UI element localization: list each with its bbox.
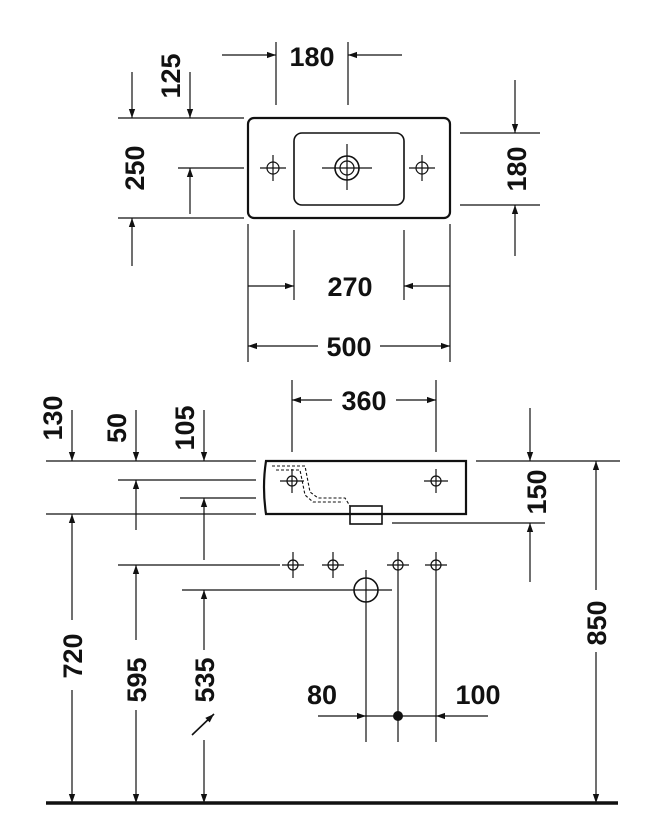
- dimension-535: 535: [190, 590, 220, 803]
- dim-label-80: 80: [307, 680, 337, 710]
- dimension-500: 500: [247, 224, 451, 362]
- center-dot: [393, 711, 403, 721]
- dim-label-50: 50: [102, 413, 132, 443]
- dim-label-250: 250: [120, 145, 150, 190]
- dim-label-180-top: 180: [289, 42, 334, 72]
- dim-label-720: 720: [58, 633, 88, 678]
- fixing-hole-left-icon: [260, 155, 286, 181]
- dimension-180-top: 180: [222, 42, 402, 105]
- dimension-270: 270: [248, 230, 450, 302]
- dimension-720: 720: [58, 514, 88, 803]
- elevation-view: 360 130: [38, 380, 620, 805]
- overflow-channel: [272, 465, 362, 507]
- dim-label-125: 125: [156, 53, 186, 98]
- dimension-105: 105: [170, 405, 208, 560]
- dim-label-130: 130: [38, 395, 68, 440]
- dim-label-360: 360: [341, 386, 386, 416]
- dim-label-850: 850: [582, 600, 612, 645]
- dim-label-180-right: 180: [502, 146, 532, 191]
- dimension-180-right: 180: [460, 80, 540, 256]
- bowl-outline-top: [293, 132, 405, 206]
- dim-label-100: 100: [455, 680, 500, 710]
- connection-hole-3-icon: [387, 552, 409, 578]
- tap-hole-icon: [322, 144, 372, 190]
- drain-outlet: [349, 505, 383, 525]
- dim-label-105: 105: [170, 405, 200, 450]
- dimension-360: 360: [291, 380, 437, 452]
- fixing-hole-elev-left-icon: [280, 469, 304, 493]
- waste-pipe-icon: [340, 570, 392, 612]
- basin-outline-elevation: [262, 459, 468, 516]
- dim-label-150: 150: [522, 469, 552, 514]
- top-view: 180 125 250 180 270: [118, 42, 540, 362]
- connection-hole-4-icon: [425, 552, 447, 578]
- dim-label-500: 500: [326, 332, 371, 362]
- dimension-80: 80: [307, 680, 366, 720]
- dimension-100: 100: [436, 680, 501, 720]
- dimension-130: 130: [38, 395, 76, 461]
- overflow-channel-inner: [276, 469, 343, 503]
- fixing-hole-right-icon: [409, 155, 435, 181]
- dimension-850: 850: [582, 461, 612, 803]
- dimension-150: 150: [392, 408, 620, 582]
- dimension-50: 50: [102, 410, 140, 530]
- fixing-hole-elev-right-icon: [424, 469, 448, 493]
- pointer-arrow-icon: [191, 713, 215, 736]
- dim-label-535: 535: [190, 657, 220, 702]
- connection-hole-2-icon: [322, 552, 344, 578]
- connection-hole-1-icon: [282, 552, 304, 578]
- dimension-595: 595: [122, 565, 152, 803]
- dim-label-270: 270: [327, 272, 372, 302]
- dim-label-595: 595: [122, 657, 152, 702]
- basin-outline-top: [246, 116, 452, 220]
- dimension-125-250-left: 125 250: [118, 53, 244, 266]
